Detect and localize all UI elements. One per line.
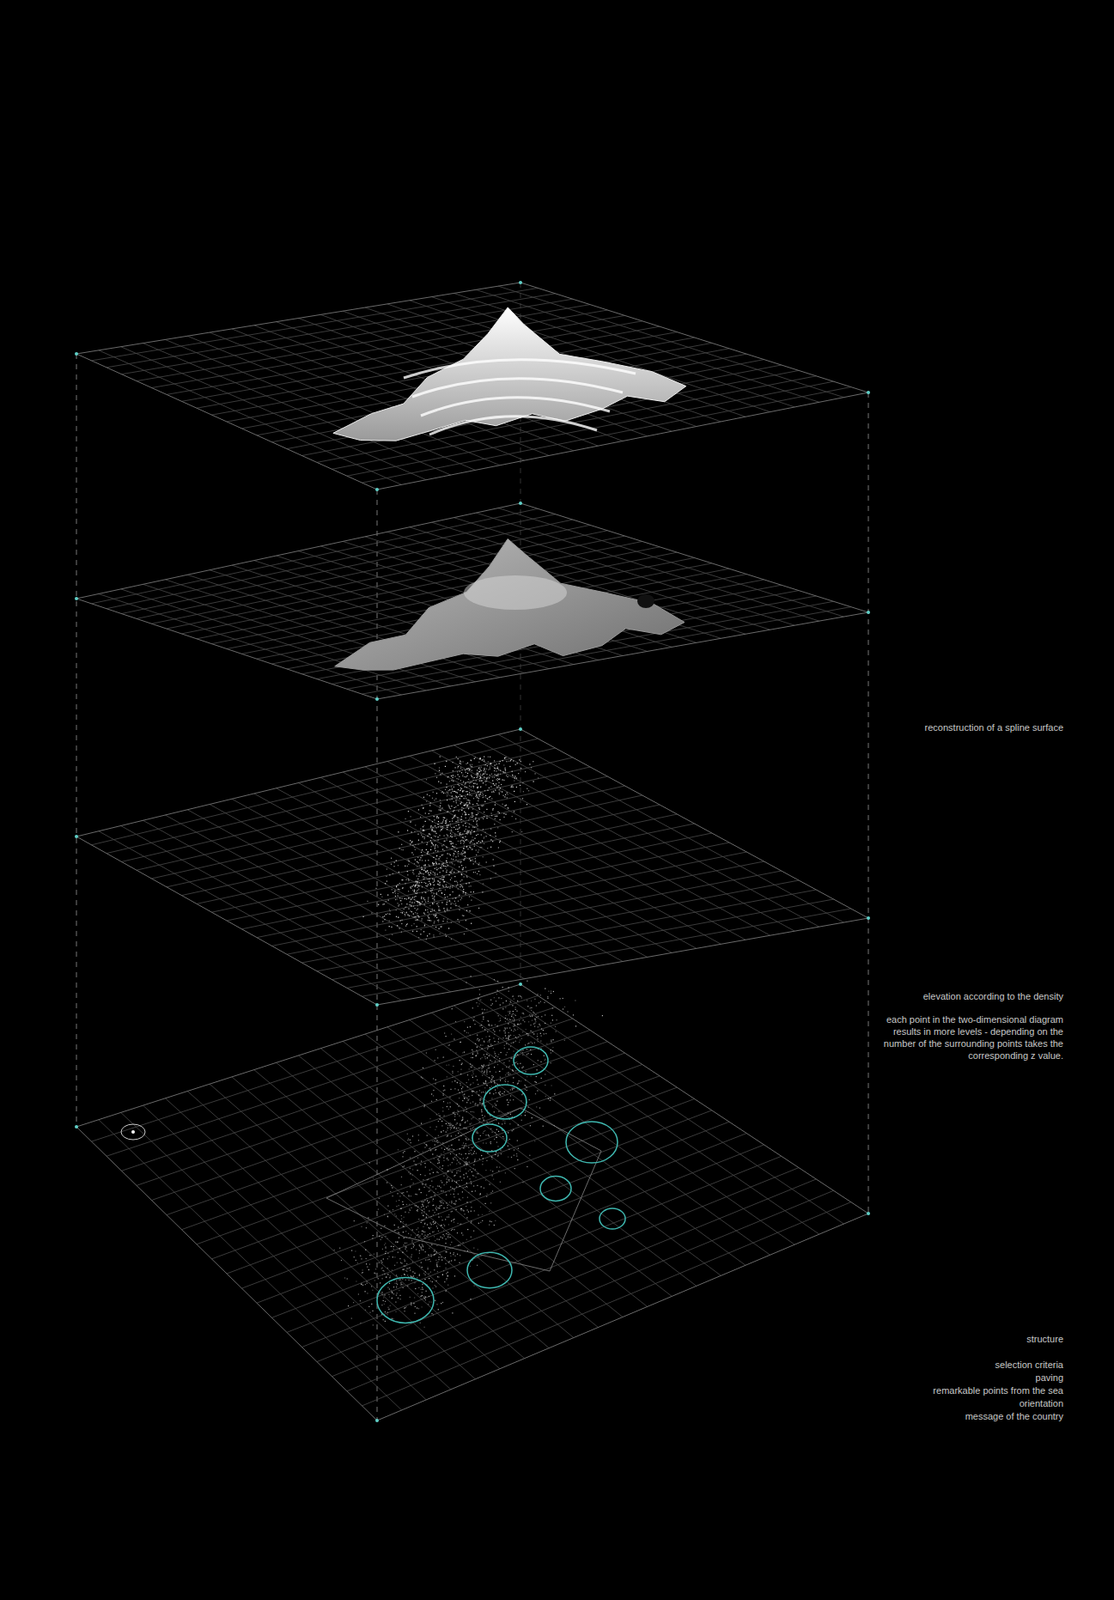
grid-line [346,1190,834,1392]
grid-line [332,1179,817,1377]
surface-ridge [429,416,597,435]
grid-plane [74,982,871,1423]
remarkable-point-circle [599,1208,626,1230]
corner-mark [518,982,523,987]
grid-line [362,908,852,997]
grid-plane [74,727,871,1007]
corner-mark [74,1125,79,1129]
corner-mark [518,727,523,731]
grid-line [498,734,844,923]
corner-mark [74,596,79,601]
grid-plane [74,280,871,492]
spline-surface [333,307,687,441]
annotation-text: paving [1034,1371,1066,1384]
dashed-guide [76,353,78,1127]
density-surface [334,538,685,670]
remarkable-point-circle [377,1278,434,1324]
grid-line [346,899,834,988]
grid-line [498,991,844,1224]
annotation-text: message of the country [963,1410,1066,1423]
corner-mark [866,1211,871,1216]
plane-border [76,984,869,1421]
annotation-text: each point in the two-dimensional diagra… [876,1013,1066,1062]
corner-mark [866,916,871,920]
remarkable-point-circle [483,1084,527,1120]
corner-mark [518,501,523,506]
grid-plane [74,501,871,701]
point-cloud [334,975,603,1328]
surface-ridge [420,397,610,416]
grid-line [362,1202,852,1407]
corner-mark [375,487,379,492]
remarkable-point-circle [566,1121,618,1163]
north-marker [121,1124,146,1140]
dashed-guide [377,489,378,1421]
north-marker [131,1130,135,1134]
corner-mark [375,1418,379,1423]
annotation-text: orientation [1017,1397,1066,1410]
plane-border [76,503,869,700]
annotation-text: remarkable points from the sea [931,1384,1066,1397]
grid-line [332,889,817,981]
remarkable-point-circle [472,1124,507,1152]
grid-line [475,998,820,1236]
plane-border [76,729,869,1005]
remarkable-point-circle [513,1047,548,1075]
remarkable-point-circle [540,1176,572,1202]
grid-line [475,740,820,928]
corner-mark [74,834,79,839]
corner-mark [375,1003,379,1007]
corner-mark [74,352,79,356]
surface-ridge [403,359,636,378]
point-cloud [363,756,540,941]
annotation-text: selection criteria [993,1358,1066,1371]
surface-ridge [412,378,623,397]
annotation-text: structure [1024,1333,1066,1346]
corner-mark [866,390,871,395]
annotation-text: elevation according to the density [921,990,1066,1003]
surface-shade [637,594,655,609]
surface-shade [463,575,567,610]
plane-border [76,282,869,490]
corner-mark [518,280,523,285]
corner-mark [375,697,379,701]
annotation-text: reconstruction of a spline surface [923,721,1066,734]
selection-frame [326,1107,602,1272]
dashed-guide [868,392,870,1214]
corner-mark [866,610,871,615]
remarkable-point-circle [467,1252,512,1289]
